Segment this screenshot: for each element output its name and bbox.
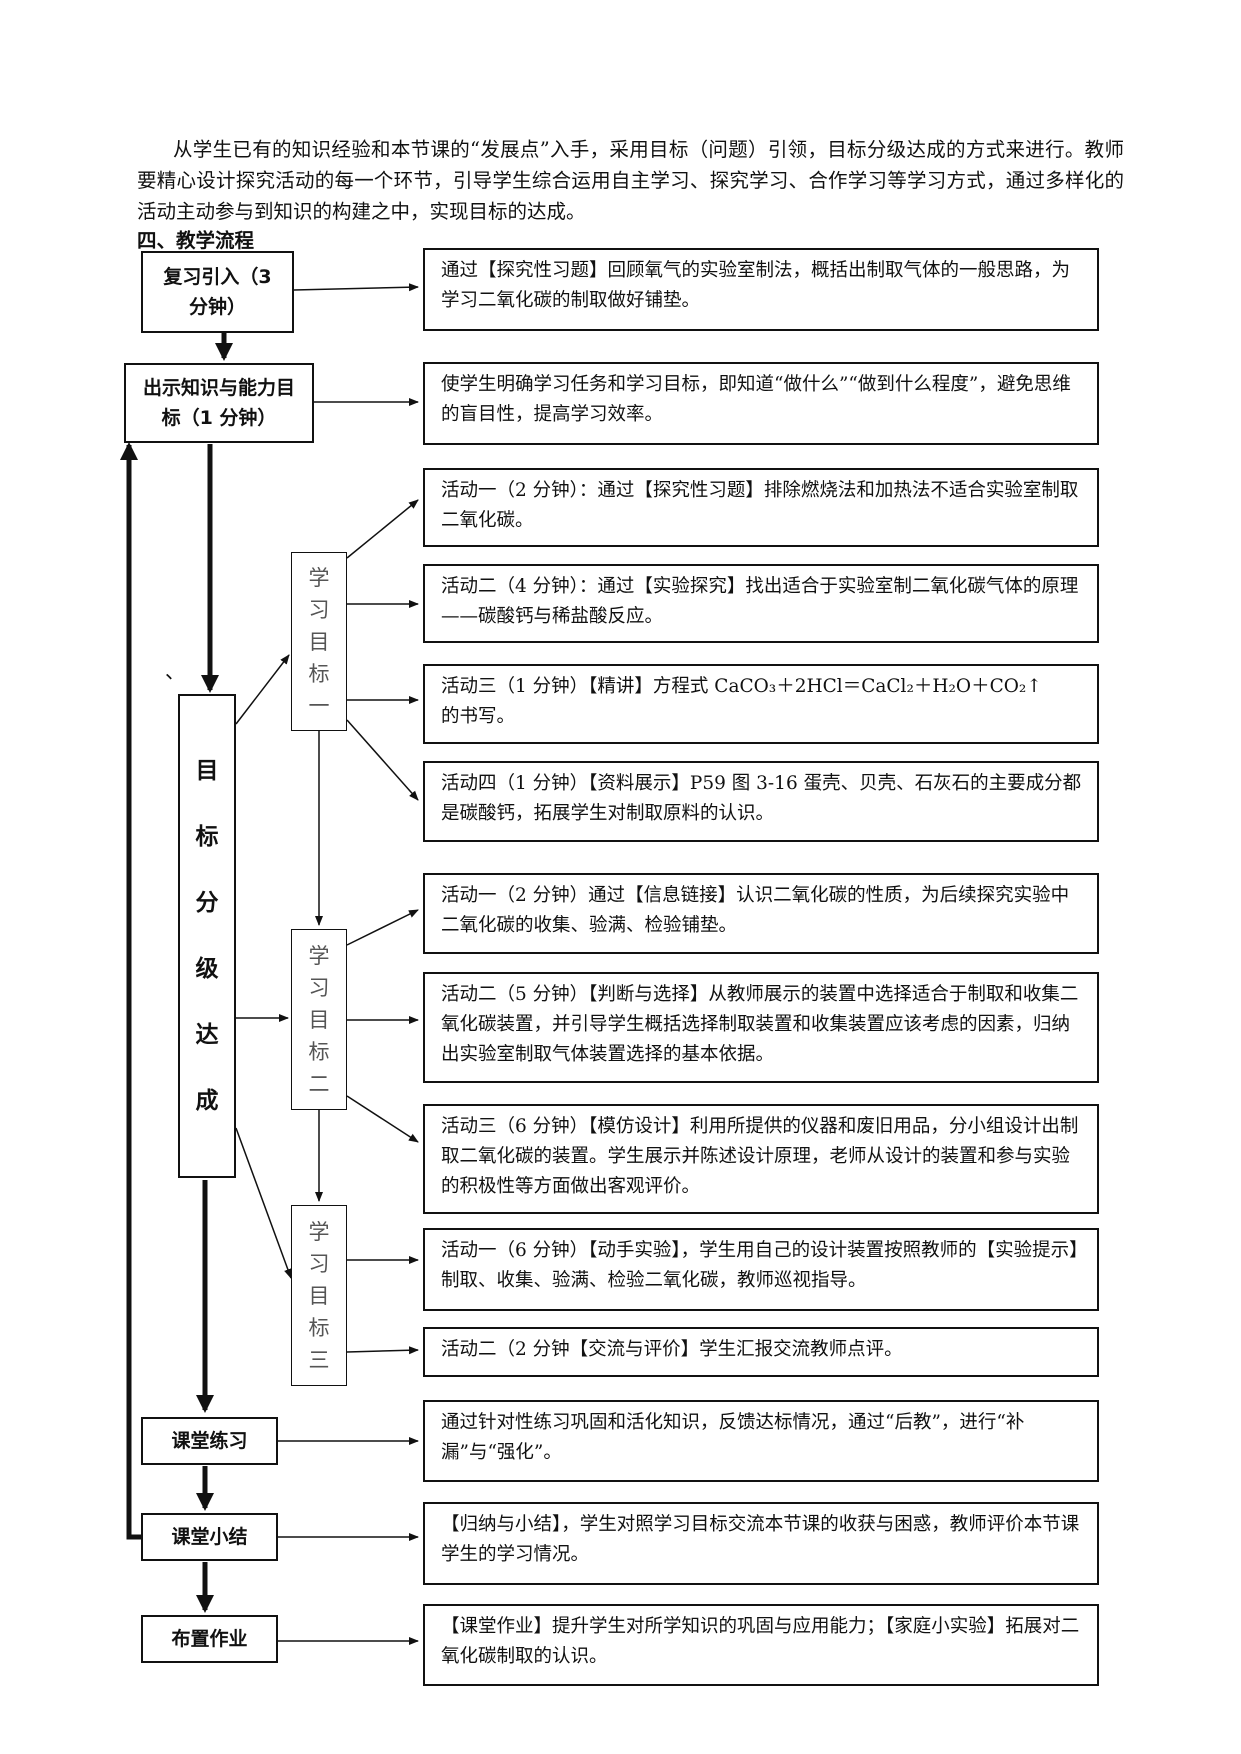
sub-goal-char: 三: [308, 1347, 330, 1372]
review-step-box: 复习引入（3 分钟）: [141, 251, 294, 333]
goal1-activity3-box: 活动三（1 分钟）【精讲】方程式 CaCO₃＋2HCl＝CaCl₂＋H₂O＋CO…: [423, 664, 1099, 744]
goal1-activity2-box: 活动二（4 分钟）：通过【实验探究】找出适合于实验室制二氧化碳气体的原理——碳酸…: [423, 564, 1099, 643]
sub-goal-char: 习: [308, 597, 330, 622]
practice-description-box: 通过针对性练习巩固和活化知识，反馈达标情况，通过“后教”，进行“补漏”与“强化”…: [423, 1400, 1099, 1482]
section-title: 四、教学流程: [137, 229, 255, 252]
summary-description: 【归纳与小结】，学生对照学习目标交流本节课的收获与困惑，教师评价本节课学生的学习…: [441, 1514, 1080, 1565]
feedback-loop-arrow: [120, 442, 141, 1540]
goal1-activity2-text: 活动二（4 分钟）：通过【实验探究】找出适合于实验室制二氧化碳气体的原理——碳酸…: [441, 576, 1079, 627]
connector-arrow: [346, 719, 419, 801]
show-goals-description: 使学生明确学习任务和学习目标，即知道“做什么”“做到什么程度”，避免思维的盲目性…: [441, 374, 1071, 425]
sub-goal-char: 学: [308, 943, 330, 968]
connector-arrow: [235, 654, 290, 725]
goal1-activity3-prefix: 活动三（1 分钟）【精讲】方程式: [441, 676, 715, 697]
sub-goal-char: 学: [308, 1219, 330, 1244]
sub-goal-3-box: 学 习 目 标 三: [291, 1205, 347, 1386]
goal3-activity1-text: 活动一（6 分钟）【动手实验】，学生用自己的设计装置按照教师的【实验提示】制取、…: [441, 1240, 1079, 1291]
goal1-activity1-box: 活动一（2 分钟）：通过【探究性习题】排除燃烧法和加热法不适合实验室制取二氧化碳…: [423, 468, 1099, 547]
goal3-activity2-box: 活动二（2 分钟【交流与评价】学生汇报交流教师点评。: [423, 1327, 1099, 1377]
sub-goal-2-box: 学 习 目 标 二: [291, 929, 347, 1110]
intro-paragraph: 从学生已有的知识经验和本节课的“发展点”入手，采用目标（问题）引领，目标分级达成…: [137, 138, 1124, 223]
homework-description: 【课堂作业】提升学生对所学知识的巩固与应用能力；【家庭小实验】拓展对二氧化碳制取…: [441, 1616, 1080, 1667]
practice-step-label: 课堂练习: [171, 1430, 248, 1452]
goal2-activity3-box: 活动三（6 分钟）【模仿设计】利用所提供的仪器和废旧用品，分小组设计出制取二氧化…: [423, 1104, 1099, 1214]
sub-goal-char: 二: [308, 1071, 330, 1096]
sub-goal-char: 一: [308, 693, 330, 718]
connector-arrow: [293, 283, 419, 292]
homework-step-box: 布置作业: [141, 1615, 278, 1663]
review-description-box: 通过【探究性习题】回顾氧气的实验室制法，概括出制取气体的一般思路，为学习二氧化碳…: [423, 248, 1099, 331]
summary-step-box: 课堂小结: [141, 1513, 278, 1561]
goal-levels-char: 成: [195, 1088, 219, 1114]
goal1-activity4-box: 活动四（1 分钟）【资料展示】P59 图 3-16 蛋壳、贝壳、石灰石的主要成分…: [423, 761, 1099, 842]
goal2-activity2-text: 活动二（5 分钟）【判断与选择】从教师展示的装置中选择适合于制取和收集二氧化碳装…: [441, 984, 1079, 1065]
sub-goal-char: 学: [308, 565, 330, 590]
goal3-activity2-text: 活动二（2 分钟【交流与评价】学生汇报交流教师点评。: [441, 1339, 903, 1360]
sub-goal-char: 标: [308, 1039, 330, 1064]
stray-mark: 、: [165, 659, 185, 683]
goal1-activity3-suffix: 的书写。: [441, 706, 516, 727]
goal-levels-char: 分: [195, 890, 219, 916]
sub-goal-char: 标: [308, 661, 330, 686]
connector-arrow: [346, 1095, 419, 1143]
connector-arrow: [346, 909, 419, 946]
goal1-activity1-text: 活动一（2 分钟）：通过【探究性习题】排除燃烧法和加热法不适合实验室制取二氧化碳…: [441, 480, 1079, 531]
sub-goal-char: 习: [308, 1251, 330, 1276]
connector-arrow: [346, 1346, 419, 1355]
sub-goal-char: 标: [308, 1315, 330, 1340]
connector-arrow: [235, 1127, 292, 1279]
summary-description-box: 【归纳与小结】，学生对照学习目标交流本节课的收获与困惑，教师评价本节课学生的学习…: [423, 1502, 1099, 1585]
practice-description: 通过针对性练习巩固和活化知识，反馈达标情况，通过“后教”，进行“补漏”与“强化”…: [441, 1412, 1025, 1463]
sub-goal-char: 目: [308, 1007, 330, 1032]
goal-levels-char: 目: [195, 758, 219, 784]
review-step-label: 复习引入（3 分钟）: [163, 266, 272, 318]
review-description: 通过【探究性习题】回顾氧气的实验室制法，概括出制取气体的一般思路，为学习二氧化碳…: [441, 260, 1071, 311]
show-goals-step-label: 出示知识与能力目标（1 分钟）: [142, 377, 295, 429]
goal2-activity1-text: 活动一（2 分钟）通过【信息链接】认识二氧化碳的性质，为后续探究实验中二氧化碳的…: [441, 885, 1070, 936]
homework-description-box: 【课堂作业】提升学生对所学知识的巩固与应用能力；【家庭小实验】拓展对二氧化碳制取…: [423, 1604, 1099, 1686]
goal1-activity4-text: 活动四（1 分钟）【资料展示】P59 图 3-16 蛋壳、贝壳、石灰石的主要成分…: [441, 773, 1082, 824]
goal-levels-char: 达: [195, 1022, 219, 1048]
sub-goal-char: 目: [308, 1283, 330, 1308]
homework-step-label: 布置作业: [171, 1628, 248, 1650]
goal2-activity1-box: 活动一（2 分钟）通过【信息链接】认识二氧化碳的性质，为后续探究实验中二氧化碳的…: [423, 873, 1099, 954]
goal2-activity3-text: 活动三（6 分钟）【模仿设计】利用所提供的仪器和废旧用品，分小组设计出制取二氧化…: [441, 1116, 1079, 1197]
sub-goal-char: 目: [308, 629, 330, 654]
goal3-activity1-box: 活动一（6 分钟）【动手实验】，学生用自己的设计装置按照教师的【实验提示】制取、…: [423, 1228, 1099, 1311]
goal-levels-char: 标: [195, 824, 219, 850]
sub-goal-char: 习: [308, 975, 330, 1000]
show-goals-description-box: 使学生明确学习任务和学习目标，即知道“做什么”“做到什么程度”，避免思维的盲目性…: [423, 362, 1099, 445]
sub-goal-1-box: 学 习 目 标 一: [291, 552, 347, 731]
goal2-activity2-box: 活动二（5 分钟）【判断与选择】从教师展示的装置中选择适合于制取和收集二氧化碳装…: [423, 972, 1099, 1083]
show-goals-step-box: 出示知识与能力目标（1 分钟）: [124, 363, 314, 443]
goal-levels-box: 目 标 分 级 达 成: [178, 694, 236, 1178]
goal-levels-char: 级: [195, 956, 219, 982]
connector-arrow: [346, 499, 419, 559]
summary-step-label: 课堂小结: [171, 1526, 248, 1548]
practice-step-box: 课堂练习: [141, 1417, 278, 1465]
chemical-equation: CaCO₃＋2HCl＝CaCl₂＋H₂O＋CO₂↑: [714, 676, 1042, 697]
